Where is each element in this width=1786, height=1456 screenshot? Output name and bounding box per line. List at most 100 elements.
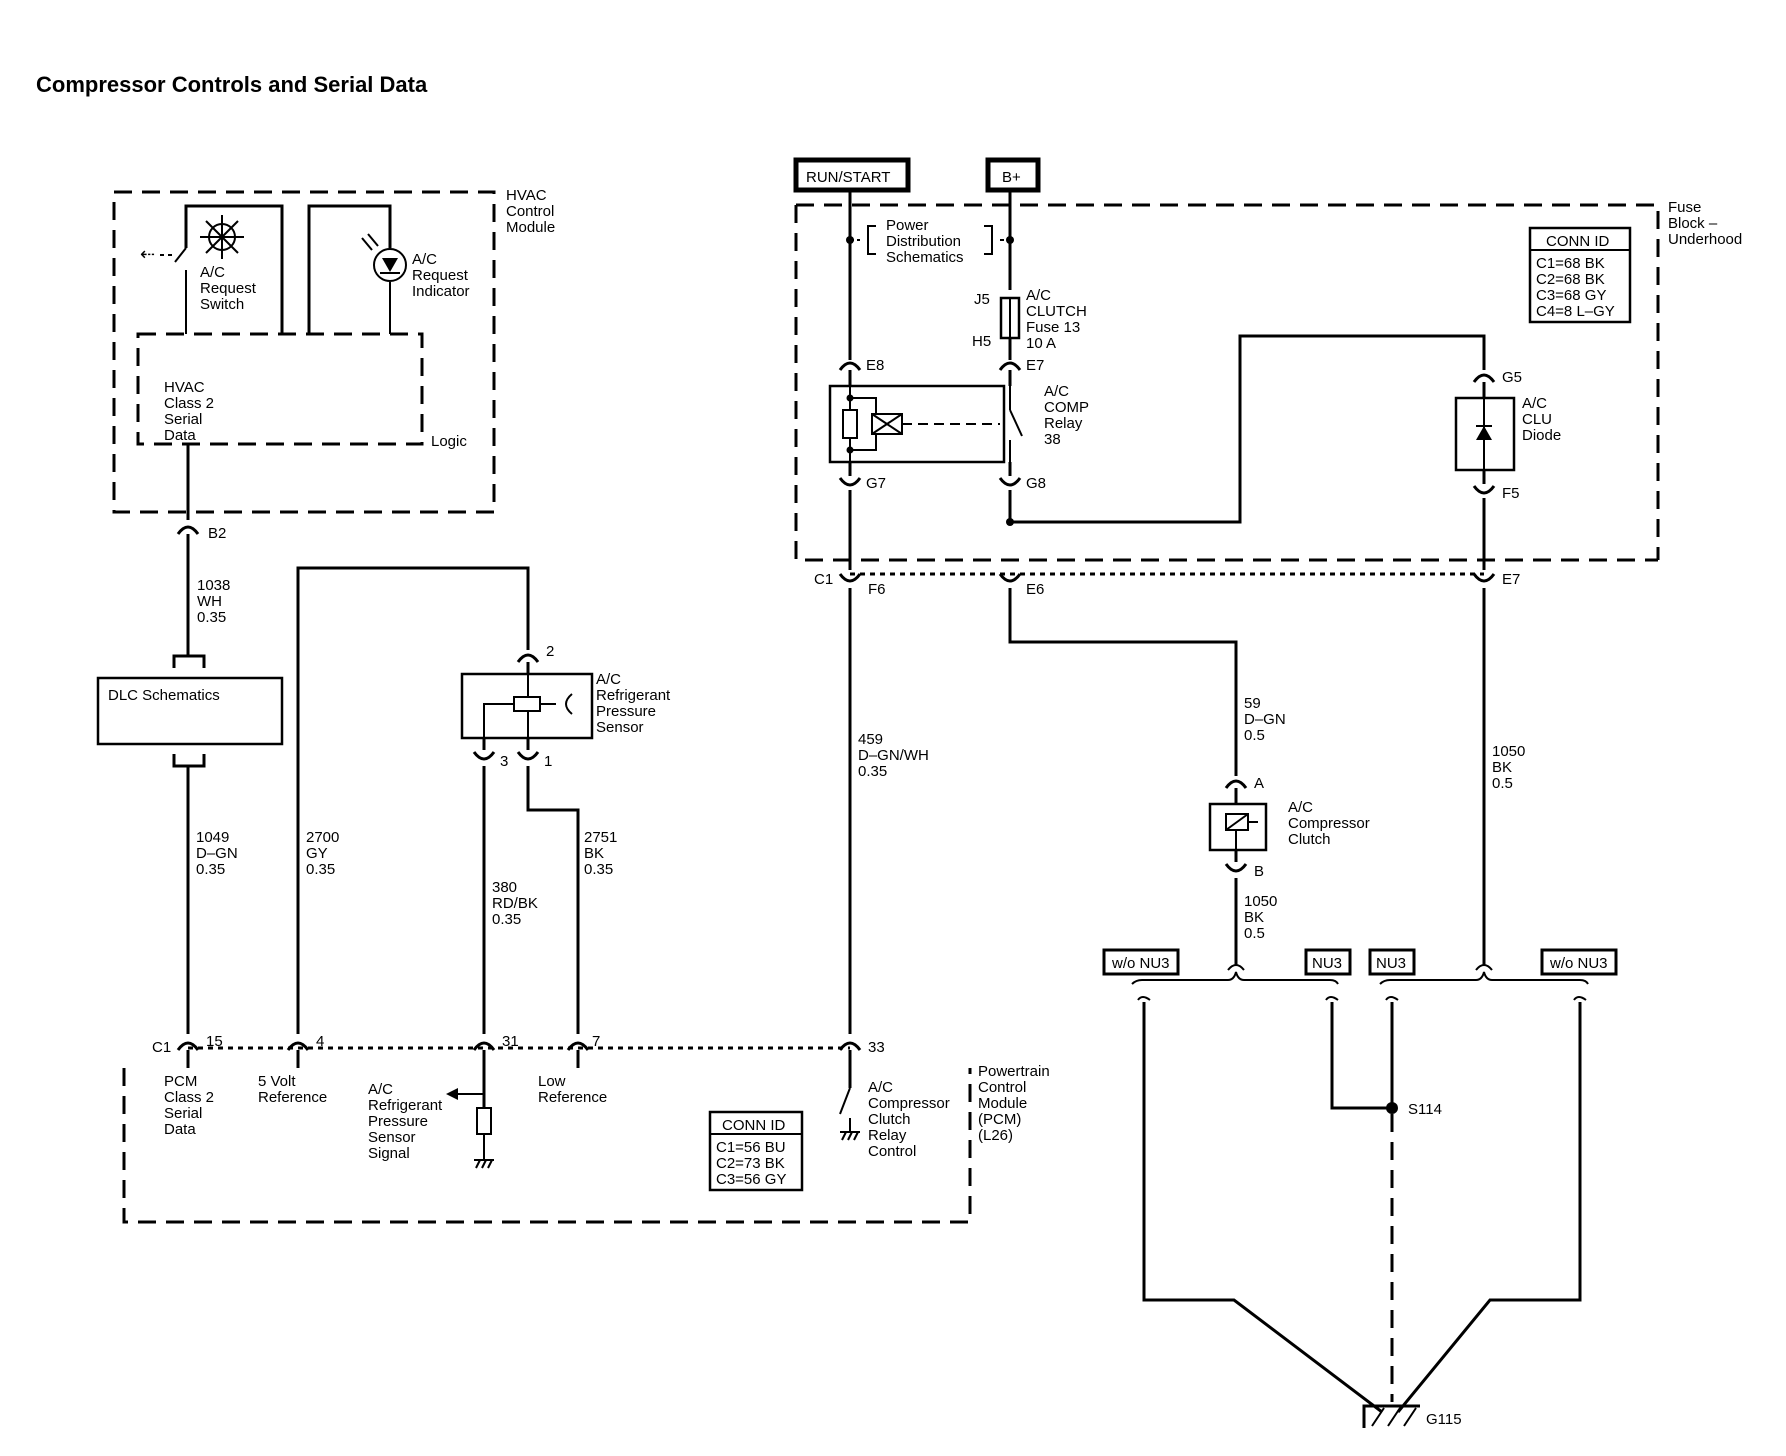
splice-s114-dot: [1386, 1102, 1398, 1114]
svg-text:C3=68 GY: C3=68 GY: [1536, 287, 1606, 304]
pressure-sensor-label: A/C Refrigerant Pressure Sensor: [596, 671, 674, 736]
svg-text:B: B: [1254, 863, 1264, 880]
wire-459-label: 459 D–GN/WH 0.35: [858, 731, 933, 780]
svg-text:G5: G5: [1502, 369, 1522, 386]
ac-clu-diode: G5 A/C CLU Diode F5: [1454, 369, 1561, 570]
svg-text:4: 4: [316, 1033, 324, 1050]
wire-380: 380 RD/BK 0.35: [482, 766, 542, 1034]
pcm-conn-id: CONN ID C1=56 BU C2=73 BK C3=56 GY: [708, 1110, 804, 1192]
svg-text:RUN/START: RUN/START: [806, 169, 890, 186]
svg-text:C3=56 GY: C3=56 GY: [716, 1171, 786, 1188]
ac-refrigerant-pressure-sensor: 2 A/C Refrigerant Pressure Sensor 3 1: [460, 643, 674, 770]
pcm-low-ref-label: Low Reference: [538, 1073, 607, 1106]
svg-text:31: 31: [502, 1033, 519, 1050]
svg-text:C1: C1: [152, 1039, 171, 1056]
option-tag-wo-nu3-left: w/o NU3: [1111, 955, 1170, 972]
svg-text:33: 33: [868, 1039, 885, 1056]
option-tag-nu3-left: NU3: [1312, 955, 1342, 972]
power-distribution: Power Distribution Schematics: [846, 190, 1014, 360]
pds-label: Power Distribution Schematics: [886, 217, 965, 266]
hvac-module-label: HVAC Control Module: [506, 187, 559, 236]
ac-request-switch-label: A/C Request Switch: [200, 264, 260, 313]
fuse-block-underhood: Fuse Block – Underhood CONN ID C1=68 BK …: [794, 190, 1742, 598]
pcm-5v-ref-label: 5 Volt Reference: [258, 1073, 327, 1106]
svg-text:C1=56 BU: C1=56 BU: [716, 1139, 786, 1156]
wire-59-label: 59 D–GN 0.5: [1244, 695, 1290, 744]
ac-comp-relay: E8 E7 A/C COMP Relay 38: [828, 357, 1093, 492]
svg-text:CONN ID: CONN ID: [1546, 233, 1610, 250]
bplus-tag: B+: [985, 157, 1041, 193]
fuse-label: A/C CLUTCH Fuse 13 10 A: [1026, 287, 1091, 352]
svg-text:G7: G7: [866, 475, 886, 492]
ac-clutch-fuse: J5 H5 A/C CLUTCH Fuse 13 10 A: [972, 287, 1091, 360]
svg-text:C2=68 BK: C2=68 BK: [1536, 271, 1605, 288]
svg-text:A: A: [1254, 775, 1264, 792]
wire-459: 459 D–GN/WH 0.35: [848, 588, 933, 1034]
ac-compressor-clutch: A A/C Compressor Clutch B 1050 BK 0.5: [1208, 775, 1374, 966]
svg-text:C2=73 BK: C2=73 BK: [716, 1155, 785, 1172]
svg-text:2: 2: [546, 643, 554, 660]
diagram-title: Compressor Controls and Serial Data: [36, 72, 428, 97]
ac-request-switch: ⇠ A/C Request Switch: [140, 204, 284, 334]
pcm-label: Powertrain Control Module (PCM) (L26): [978, 1063, 1054, 1144]
pcm-serial-label: PCM Class 2 Serial Data: [164, 1073, 218, 1138]
svg-text:F5: F5: [1502, 485, 1520, 502]
snowflake-icon: [200, 215, 244, 259]
svg-text:15: 15: [206, 1033, 223, 1050]
wire-2700-label: 2700 GY 0.35: [306, 829, 344, 878]
wire-1038-label: 1038 WH 0.35: [197, 577, 235, 626]
svg-text:E7: E7: [1026, 357, 1044, 374]
pcm-sensor-signal-label: A/C Refrigerant Pressure Sensor Signal: [368, 1081, 446, 1162]
hvac-serial-wire: B2 1038 WH 0.35: [176, 444, 235, 656]
svg-text:J5: J5: [974, 291, 990, 308]
dlc-label: DLC Schematics: [108, 687, 220, 704]
clutch-label: A/C Compressor Clutch: [1288, 799, 1374, 848]
wire-2700: 2700 GY 0.35: [296, 566, 530, 1034]
wire-2751: 2751 BK 0.35: [526, 766, 622, 1034]
logic-label: Logic: [431, 433, 467, 450]
ac-request-indicator-label: A/C Request Indicator: [412, 251, 472, 300]
hvac-pin-b2: B2: [208, 525, 226, 542]
svg-text:B+: B+: [1002, 169, 1021, 186]
hvac-control-module: HVAC Control Module HVAC Class 2 Serial …: [112, 187, 559, 514]
svg-text:3: 3: [500, 753, 508, 770]
svg-text:H5: H5: [972, 333, 991, 350]
ground-g115: G115: [1426, 1411, 1462, 1428]
wire-1050b: 1050 BK 0.5: [1482, 588, 1530, 966]
svg-text:E6: E6: [1026, 581, 1044, 598]
wire-1050b-label: 1050 BK 0.5: [1492, 743, 1530, 792]
wire-1050a-label: 1050 BK 0.5: [1244, 893, 1282, 942]
hvac-serial-label: HVAC Class 2 Serial Data: [164, 379, 218, 444]
svg-text:F6: F6: [868, 581, 886, 598]
option-tag-nu3-right: NU3: [1376, 955, 1406, 972]
svg-text:1: 1: [544, 753, 552, 770]
pcm-relay-control-label: A/C Compressor Clutch Relay Control: [868, 1079, 954, 1160]
svg-text:C1: C1: [814, 571, 833, 588]
svg-text:E8: E8: [866, 357, 884, 374]
ac-request-indicator: A/C Request Indicator: [307, 204, 472, 334]
wire-59: 59 D–GN 0.5: [1008, 588, 1290, 776]
pcm-sensor-ground-icon: [474, 1159, 494, 1169]
fuse-block-label: Fuse Block – Underhood: [1668, 199, 1742, 248]
svg-text:C4=8 L–GY: C4=8 L–GY: [1536, 303, 1615, 320]
svg-text:E7: E7: [1502, 571, 1520, 588]
svg-text:CONN ID: CONN ID: [722, 1117, 786, 1134]
ground-options: w/o NU3 NU3 NU3 w/o NU3 S114 G115: [1102, 948, 1618, 1428]
ground-symbol-icon: [1362, 1404, 1420, 1428]
svg-text:C1=68 BK: C1=68 BK: [1536, 255, 1605, 272]
wire-2751-label: 2751 BK 0.35: [584, 829, 622, 878]
diode-label: A/C CLU Diode: [1522, 395, 1561, 444]
option-tag-wo-nu3-right: w/o NU3: [1549, 955, 1608, 972]
pcm-relay-ground-icon: [840, 1131, 860, 1141]
fuse-block-conn-id: CONN ID C1=68 BK C2=68 BK C3=68 GY C4=8 …: [1528, 226, 1632, 324]
wire-380-label: 380 RD/BK 0.35: [492, 879, 542, 928]
dlc-schematics: DLC Schematics 1049 D–GN 0.35: [96, 654, 284, 1034]
svg-text:⇠: ⇠: [140, 244, 155, 264]
relay-label: A/C COMP Relay 38: [1044, 383, 1093, 448]
splice-s114: S114: [1408, 1101, 1442, 1118]
wire-1049-label: 1049 D–GN 0.35: [196, 829, 242, 878]
run-start-tag: RUN/START: [793, 157, 911, 193]
pcm-module: Powertrain Control Module (PCM) (L26) C1…: [122, 1033, 1054, 1224]
svg-text:G8: G8: [1026, 475, 1046, 492]
